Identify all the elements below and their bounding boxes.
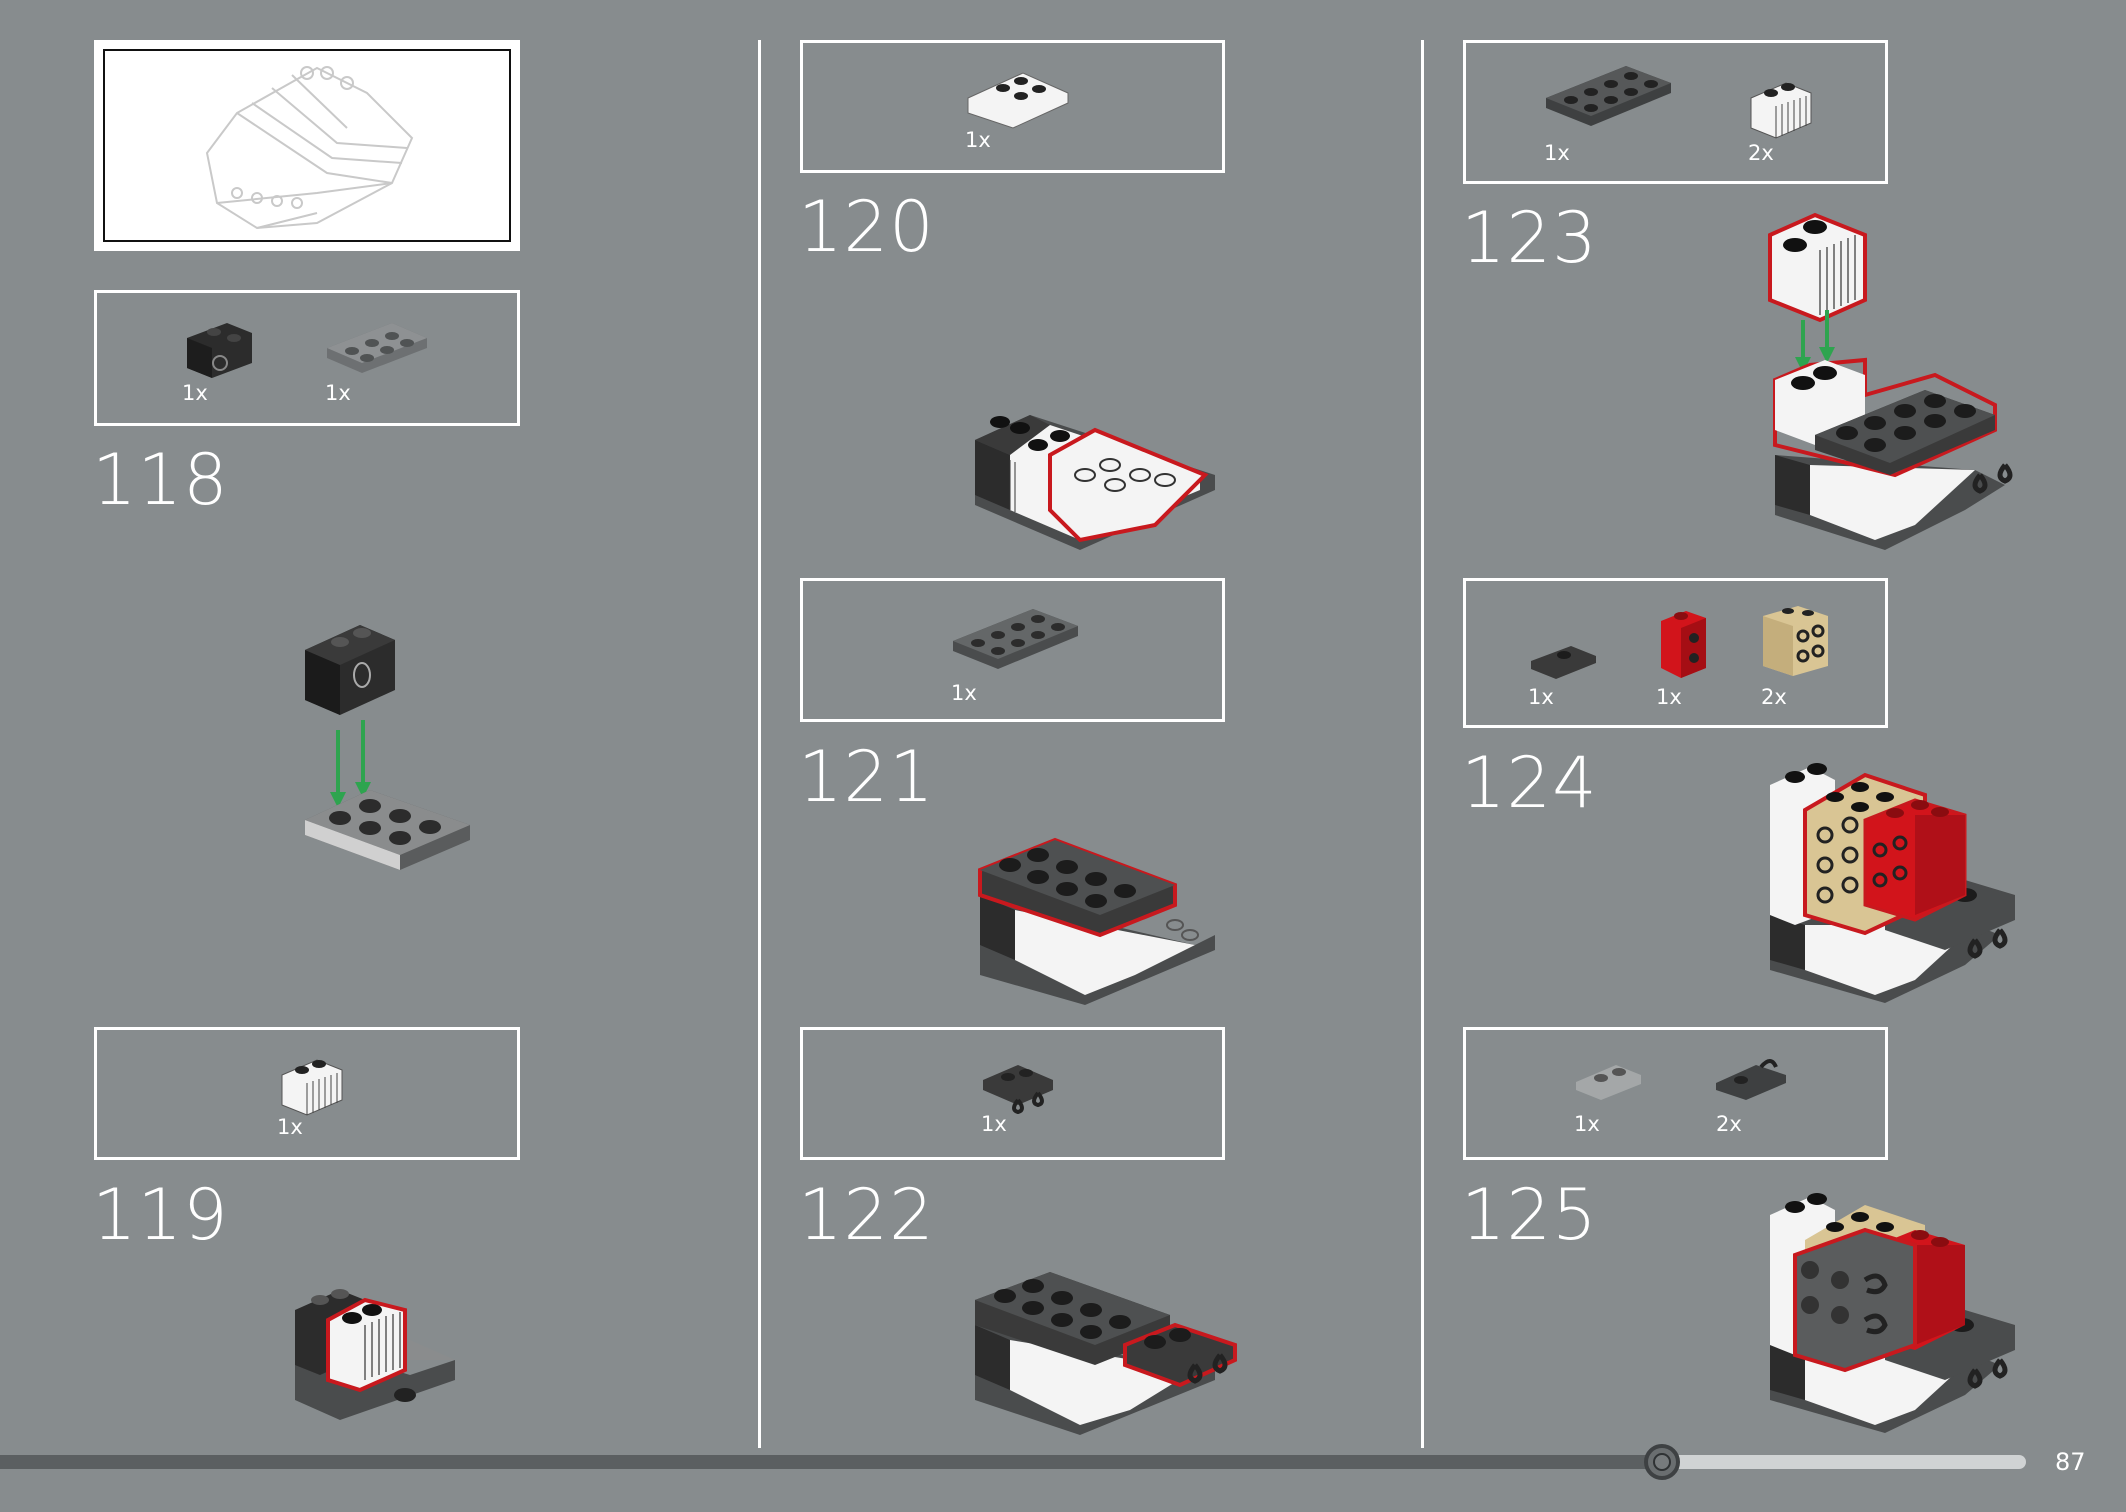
page-number: 87 (2055, 1448, 2086, 1476)
part-light-grey-plate-1x2 (1576, 1065, 1641, 1100)
parts-box-121: 1x (800, 578, 1225, 722)
step-124-illustration (1770, 763, 2015, 1003)
qty-label: 2x (1748, 141, 1774, 165)
step-number-122: 122 (798, 1174, 935, 1256)
step-122-illustration (975, 1272, 1237, 1435)
part-white-grille-slope (1750, 82, 1812, 139)
step-number-120: 120 (798, 186, 935, 268)
qty-label: 1x (1574, 1112, 1600, 1136)
part-white-inverted-slope (967, 72, 1069, 129)
qty-label: 1x (1544, 141, 1570, 165)
step-121-illustration (978, 837, 1215, 1005)
qty-label: 1x (277, 1115, 303, 1139)
step-119-illustration (295, 1289, 455, 1420)
qty-label: 1x (325, 381, 351, 405)
part-dark-grey-plate-2x4 (1546, 66, 1671, 126)
column-divider-right (1421, 40, 1424, 1448)
step-number-124: 124 (1461, 742, 1598, 824)
part-jumper-plate (1531, 646, 1596, 679)
parts-box-125: 1x 2x (1463, 1027, 1888, 1160)
progress-fill (0, 1455, 1660, 1469)
qty-label: 1x (981, 1112, 1007, 1136)
part-plate-with-clip (1716, 1059, 1786, 1100)
step-number-123: 123 (1461, 197, 1598, 279)
qty-label: 1x (965, 128, 991, 152)
parts-box-123: 1x 2x (1463, 40, 1888, 184)
parts-box-120: 1x (800, 40, 1225, 173)
progress-knob-icon[interactable] (1644, 1444, 1680, 1480)
step-125-illustration (1770, 1193, 2015, 1433)
part-dark-grey-plate-2x4 (953, 609, 1078, 669)
qty-label: 2x (1761, 685, 1787, 709)
part-black-technic-brick (187, 323, 252, 378)
qty-label: 2x (1716, 1112, 1742, 1136)
down-arrow-icon (330, 792, 346, 808)
qty-label: 1x (951, 681, 977, 705)
step-number-119: 119 (92, 1174, 229, 1256)
submodel-preview (94, 40, 520, 251)
submodel-wing-image (205, 66, 414, 230)
step-120-illustration (975, 415, 1215, 550)
step-number-121: 121 (798, 736, 935, 818)
part-dark-grey-plate (327, 323, 427, 373)
part-tan-brick-studs-side (1763, 606, 1828, 676)
step-118-illustration (305, 625, 470, 870)
parts-box-124: 1x 1x 2x (1463, 578, 1888, 728)
step-number-125: 125 (1461, 1174, 1598, 1256)
step-number-118: 118 (92, 439, 229, 521)
column-divider-left (758, 40, 761, 1448)
parts-box-118: 1x 1x (94, 290, 520, 426)
parts-box-119: 1x (94, 1027, 520, 1160)
qty-label: 1x (1528, 685, 1554, 709)
part-white-grille-slope (281, 1059, 343, 1116)
step-123-illustration (1768, 212, 2013, 550)
parts-box-122: 1x (800, 1027, 1225, 1160)
part-plate-with-clips (983, 1065, 1053, 1115)
qty-label: 1x (1656, 685, 1682, 709)
part-red-brick-studs-side (1661, 611, 1706, 678)
qty-label: 1x (182, 381, 208, 405)
